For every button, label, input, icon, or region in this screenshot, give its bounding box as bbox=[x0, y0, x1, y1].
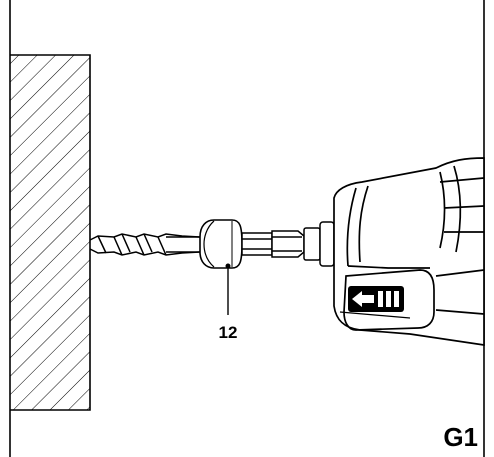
depth-stop-collar bbox=[199, 219, 243, 269]
hex-bit-adapter bbox=[241, 221, 335, 267]
figure-label: G1 bbox=[443, 422, 478, 452]
hatched-wall bbox=[10, 54, 91, 411]
drill-bit bbox=[89, 233, 201, 256]
part-callout-number: 12 bbox=[219, 323, 238, 342]
power-drill bbox=[333, 157, 485, 346]
rotation-direction-arrow-icon bbox=[348, 286, 404, 312]
